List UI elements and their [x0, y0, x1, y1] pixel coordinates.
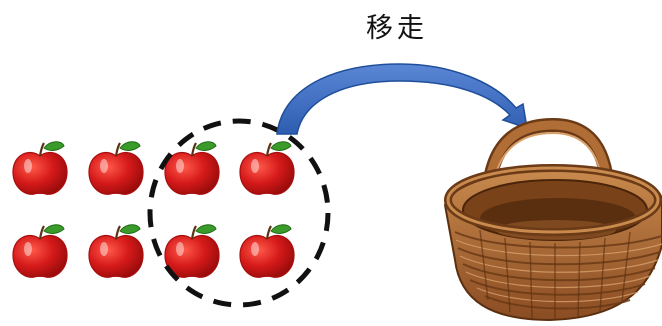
apple-icon — [239, 224, 295, 278]
dashed-selection-circle — [147, 118, 331, 308]
apple-icon — [88, 224, 144, 278]
apple-icon — [239, 141, 295, 195]
action-label: 移走 — [366, 13, 428, 44]
apple-icon — [12, 224, 68, 278]
apple-icon — [88, 141, 144, 195]
apple-icon — [164, 224, 220, 278]
apple-icon — [164, 141, 220, 195]
basket-icon — [443, 117, 662, 322]
apple-grid — [12, 141, 295, 278]
apple-icon — [12, 141, 68, 195]
curved-arrow — [276, 63, 528, 135]
